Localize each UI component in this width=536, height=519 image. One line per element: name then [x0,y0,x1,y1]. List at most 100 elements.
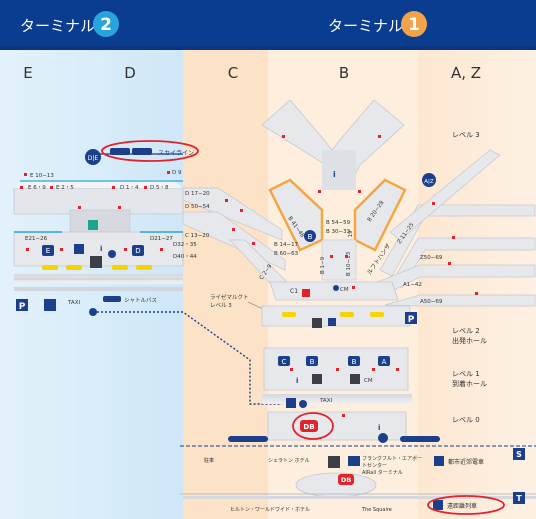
level-1-label: レベル 1 [452,370,480,378]
gate-marker [396,368,399,371]
gate-d17-20: D 17−20 [185,191,210,197]
terminal-1-badge [401,11,427,37]
t2-gate-d-badge-label: D [135,247,140,255]
t2-gate-e-badge-label: E [46,247,50,255]
t1-gate-c-badge [278,356,290,366]
gate-marker [290,368,293,371]
t1-gate-a-badge-label: A [382,358,387,366]
t1-yellow-marker [340,312,354,317]
t1-level1-cm-label: CM [364,378,373,384]
skyline-highlight-circle [101,140,199,162]
gate-marker [336,368,339,371]
gate-marker [118,206,121,209]
terminal-2-badge [93,11,119,37]
frankfurt-center-label-2: トセンター [362,462,387,469]
long-distance-label: 遠距離列車 [447,502,477,510]
long-distance-highlight-circle [427,495,505,515]
long-distance-platform [183,496,536,499]
regional-train-label: 都市近郊電車 [448,458,484,466]
t2-yellow-marker [42,265,58,270]
regional-train-icon [434,456,444,466]
gate-d5-8: D 5・8 [150,185,169,191]
gate-marker [26,248,29,251]
level-3-label: レベル 3 [452,131,480,139]
t1-level0-restroom-icon [328,456,340,468]
t2-info-icon: i [100,245,102,253]
t1-level0-escalator-icon [378,433,388,443]
az-skyline-station[interactable] [422,173,436,187]
level-2-label: レベル 2 [452,327,480,335]
t2-shuttle-label: シャトルバス [124,297,157,304]
terminal-2-area [0,50,183,519]
gate-d50-54: D 50−54 [185,204,210,210]
t1-level0-info: i [378,424,380,432]
gate-marker [342,414,345,417]
gate-marker [160,248,163,251]
gate-marker [144,186,147,189]
gate-e10-13: E 10−13 [30,173,54,179]
gate-marker [24,173,27,176]
arrival-hall-label: 到着ホール [452,379,487,388]
terminal-2-number: 2 [100,15,112,35]
gate-marker [124,248,127,251]
t2-bus-icon [44,299,56,311]
t1-gate-b1-badge [306,356,318,366]
t1-road [262,394,412,404]
b-satellite-info: i [333,170,336,179]
t1-departure-hall [261,305,411,327]
gate-z50-69: Z50−69 [420,255,443,261]
t1-shuttle-stop[interactable] [299,400,307,408]
t1-gate-b2-badge-label: B [352,358,357,366]
t2-taxi-label: TAXI [67,300,80,306]
sheraton-label: シェラトン ホテル [268,458,310,464]
gate-b54-59: B 54−59 [326,220,351,226]
t1-parking-icon [405,312,417,324]
airrail-label: AIRail ターミナル [362,469,403,476]
b-gate-badge [304,230,316,242]
gate-e21-26: E21−26 [25,236,48,242]
s-bahn-badge [513,448,525,460]
db-regional-label: DB [303,423,314,431]
zone-c-label: C [228,64,238,82]
t1-gate-c-badge-label: C [282,358,287,366]
shuttle-route [97,311,282,405]
zone-az-label: A, Z [451,64,481,82]
gate-marker [20,186,23,189]
gate-marker [282,135,285,138]
t2-yellow-marker [66,265,82,270]
t1-taxi-label: TAXI [319,398,332,404]
skyline-station-de-label: D|E [88,155,99,162]
t2-shuttle-bus-icon [103,296,121,302]
gate-marker [232,228,235,231]
terminal-1-number: 1 [408,15,420,35]
skyline-station-de[interactable] [85,149,101,165]
gate-b30-33: B 30−33 [326,229,351,235]
t2-baggage-icon [108,250,116,258]
zone-b-label: B [339,64,349,82]
t2-shuttle-stop[interactable] [89,308,97,316]
t1-gate-a-badge [378,356,390,366]
az-skyline-station-label: A|Z [424,179,434,185]
gate-a50-69: A50−69 [420,299,443,305]
t2-gate-d-badge [132,245,144,256]
gate-b19: B 19 [348,230,354,243]
gate-marker [475,292,478,295]
gate-marker [352,286,355,289]
t2-yellow-marker [136,265,152,270]
header-bar [0,0,536,50]
t2-security-icon [74,244,84,254]
pier-lufthansa [389,149,501,241]
gate-marker [432,202,435,205]
db-long-distance-icon [338,474,354,485]
t1-bus-icon [286,398,296,408]
t2-gate-e-badge [42,245,54,256]
t2-road-lower [14,287,183,291]
gate-marker [358,190,361,193]
gate-marker [448,262,451,265]
regional-train-left [228,436,268,442]
gate-d9: D 9 [172,170,182,176]
zone-c-area [183,50,268,519]
t1-gate-b2-badge [348,356,360,366]
gate-b1-9: B 1−9 [320,256,326,274]
lounge-label: ライゼマルクト [210,293,249,301]
